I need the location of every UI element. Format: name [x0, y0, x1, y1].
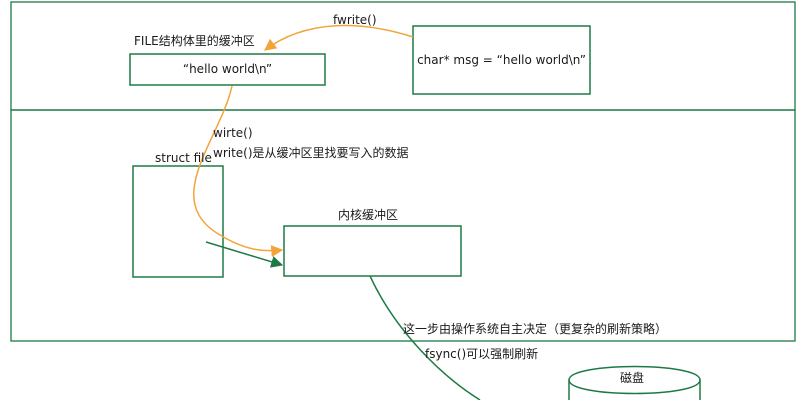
kernel-buffer-label: 内核缓冲区 [338, 208, 399, 222]
file-buffer-label: FILE结构体里的缓冲区 [134, 34, 255, 48]
os-flush-desc: 这一步由操作系统自主决定（更复杂的刷新策略） [403, 322, 668, 336]
write-label: wirte() [213, 126, 253, 140]
fsync-desc: fsync()可以强制刷新 [425, 347, 539, 361]
struct-file-box [132, 165, 224, 278]
disk-top-rim [568, 379, 701, 395]
flush-curve [369, 275, 481, 400]
file-buffer-box [129, 53, 326, 86]
fwrite-label: fwrite() [333, 13, 377, 27]
struct-file-label: struct file [155, 151, 212, 165]
write-arrow [193, 85, 284, 258]
kernel-space-region [10, 109, 796, 342]
struct-file-arrow [205, 241, 284, 268]
msg-box-content: char* msg = “hello world\n” [417, 53, 586, 67]
user-space-region [10, 1, 796, 111]
file-buffer-content: “hello world\n” [182, 62, 273, 76]
kernel-buffer-box [283, 225, 462, 277]
disk-label: 磁盘 [620, 371, 645, 385]
msg-box [412, 25, 591, 95]
fwrite-arrow [264, 24, 414, 51]
write-desc: write()是从缓冲区里找要写入的数据 [213, 146, 409, 160]
